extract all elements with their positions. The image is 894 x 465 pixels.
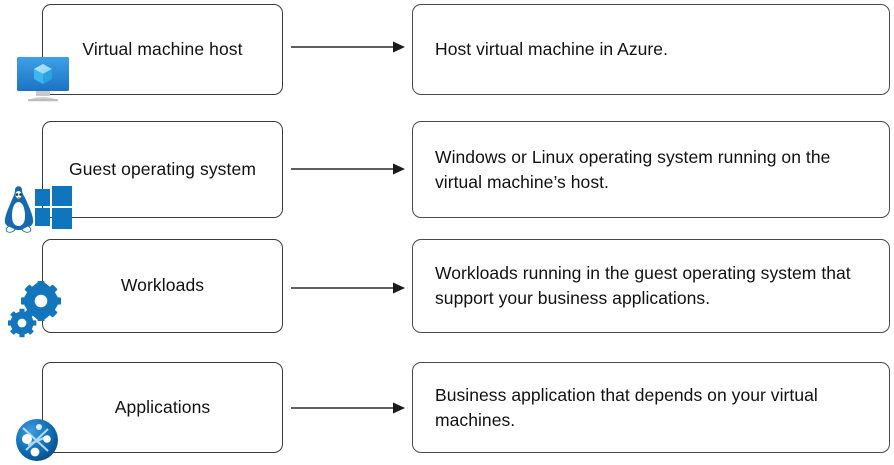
azure-virtual-machine-host-icon bbox=[16, 57, 74, 102]
diagram-row: Virtual machine host Host virtual machin… bbox=[0, 0, 894, 115]
label-box-workloads[interactable]: Workloads bbox=[42, 239, 283, 333]
windows-logo-icon bbox=[35, 186, 72, 229]
arrow-row-1 bbox=[291, 40, 407, 54]
label-text: Workloads bbox=[120, 275, 205, 296]
label-text: Guest operating system bbox=[68, 158, 256, 179]
description-text: Host virtual machine in Azure. bbox=[435, 39, 668, 60]
label-box-virtual-machine-host[interactable]: Virtual machine host bbox=[42, 4, 283, 95]
arrow-row-2 bbox=[291, 162, 407, 176]
network-application-globe-icon bbox=[14, 417, 62, 465]
label-box-applications[interactable]: Applications bbox=[42, 362, 283, 453]
gear-small-icon bbox=[8, 308, 37, 338]
description-box-guest-operating-system[interactable]: Windows or Linux operating system runnin… bbox=[412, 121, 890, 218]
gears-workloads-icon bbox=[8, 281, 64, 339]
arrow-row-3 bbox=[291, 281, 407, 295]
windows-linux-os-icon bbox=[2, 182, 74, 238]
label-text: Virtual machine host bbox=[82, 38, 243, 59]
description-box-virtual-machine-host[interactable]: Host virtual machine in Azure. bbox=[412, 4, 890, 95]
label-text: Applications bbox=[114, 396, 211, 417]
linux-penguin-icon bbox=[4, 186, 34, 233]
description-box-applications[interactable]: Business application that depends on you… bbox=[412, 362, 890, 453]
label-box-guest-operating-system[interactable]: Guest operating system bbox=[42, 121, 283, 218]
description-text: Workloads running in the guest operating… bbox=[435, 263, 851, 308]
arrow-row-4 bbox=[291, 401, 407, 415]
description-box-workloads[interactable]: Workloads running in the guest operating… bbox=[412, 239, 890, 333]
description-text: Windows or Linux operating system runnin… bbox=[435, 146, 831, 192]
gear-large-icon bbox=[21, 281, 61, 321]
description-text: Business application that depends on you… bbox=[435, 384, 818, 430]
